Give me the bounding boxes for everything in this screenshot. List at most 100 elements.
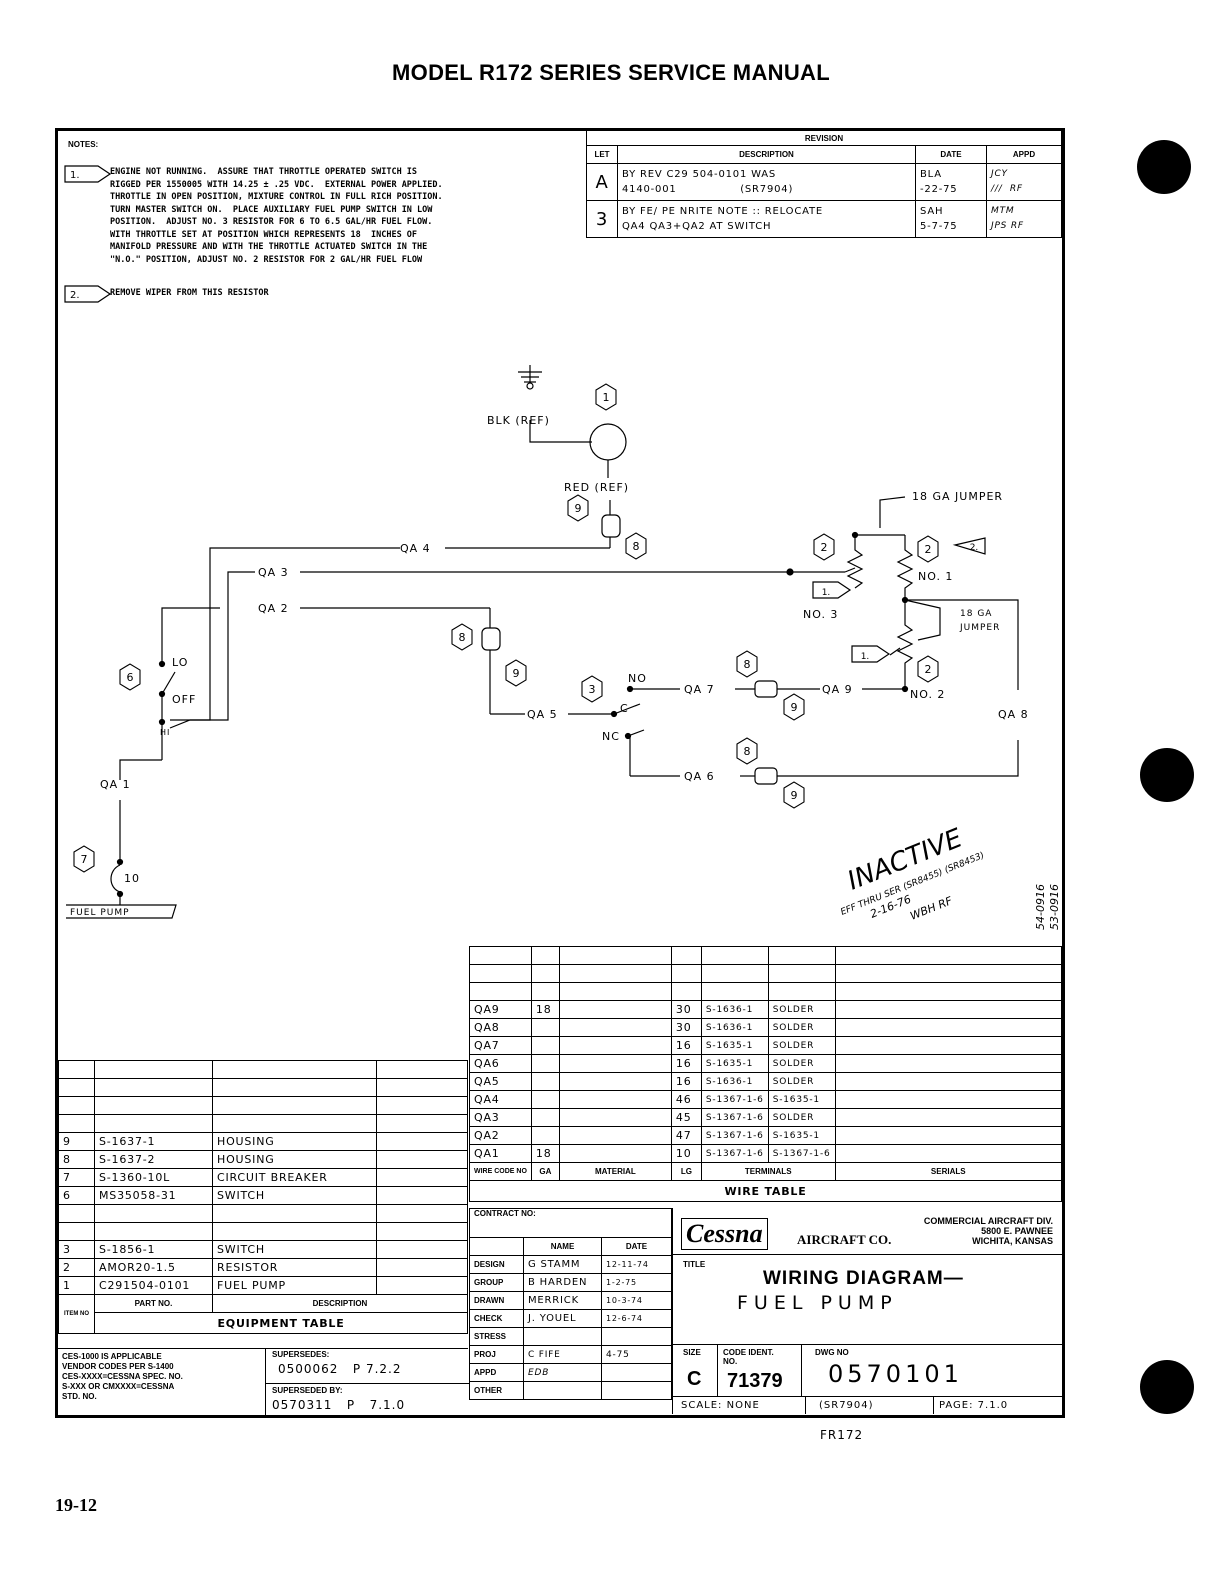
equip-col-desc: DESCRIPTION	[212, 1294, 468, 1313]
callout-text: 3	[589, 683, 596, 696]
wire-ga	[530, 1090, 560, 1109]
equip-item: 8	[58, 1150, 95, 1169]
callout-1	[595, 383, 617, 411]
divider	[801, 1344, 802, 1396]
callout-text: 9	[513, 667, 520, 680]
drawing-title: WIRING DIAGRAM—	[763, 1268, 964, 1289]
signoff-name: B HARDEN	[523, 1273, 602, 1292]
note2-text: REMOVE WIPER FROM THIS RESISTOR	[110, 288, 269, 298]
title-block-right: Cessna AIRCRAFT CO. COMMERCIAL AIRCRAFT …	[672, 1208, 1063, 1414]
wire-terminal1: S-1367-1-6	[700, 1126, 769, 1145]
wire-terminal2: SOLDER	[767, 1108, 836, 1127]
label-no2: NO. 2	[910, 688, 945, 701]
superseded-by-label: SUPERSEDED BY:	[272, 1386, 343, 1395]
connector-housing-icon	[754, 767, 778, 785]
wire-table-header: WIRE CODE NO GA MATERIAL LG TERMINALS SE…	[469, 1162, 1063, 1181]
signoff-name: MERRICK	[523, 1291, 602, 1310]
signoff-date: 1-2-75	[601, 1273, 672, 1292]
equipment-row	[58, 1204, 468, 1223]
side-code-1: 54-0916	[1034, 884, 1047, 930]
label-nc: NC	[602, 730, 620, 743]
wire-lg: 16	[670, 1036, 702, 1055]
signoff-role: DRAWN	[469, 1291, 524, 1310]
label-blk-ref: BLK (REF)	[487, 414, 550, 427]
label-jumper-top: 18 GA JUMPER	[912, 490, 1003, 503]
label-qa7: QA 7	[684, 683, 715, 696]
supersedes-value: 0500062 P 7.2.2	[278, 1362, 402, 1376]
ground-terminal	[526, 382, 534, 390]
side-code-2: 53-0916	[1048, 884, 1061, 930]
cessna-logo: Cessna	[681, 1218, 768, 1250]
callout-9	[567, 494, 589, 522]
wire-ga	[530, 1018, 560, 1037]
scale: SCALE: NONE	[681, 1400, 760, 1411]
drawing-frame	[55, 128, 1065, 1418]
wire-col-terminals: TERMINALS	[700, 1162, 836, 1181]
signoff-date	[601, 1363, 672, 1382]
rev-desc-line2: QA4 QA3+QA2 AT SWITCH	[622, 221, 772, 232]
divider	[805, 1396, 806, 1414]
callout-text: 8	[744, 745, 751, 758]
callout-3	[581, 675, 603, 703]
label-red-ref: RED (REF)	[564, 481, 629, 494]
label-qa6: QA 6	[684, 770, 715, 783]
callout-8	[451, 623, 473, 651]
title-label: TITLE	[683, 1260, 706, 1269]
company-suffix: AIRCRAFT CO.	[797, 1232, 892, 1247]
wire-terminal1: S-1636-1	[700, 1072, 769, 1091]
punch-hole-middle	[1140, 748, 1194, 802]
footer-note: FR172	[820, 1428, 864, 1442]
callout-9	[783, 693, 805, 721]
equip-part: S-1856-1	[94, 1240, 213, 1259]
label-c: C	[620, 702, 629, 715]
callout-text: 2	[821, 541, 828, 554]
rev-appd: MTM JPS RF	[986, 200, 1062, 238]
label-off: OFF	[172, 693, 196, 706]
wire-terminal2: SOLDER	[767, 1018, 836, 1037]
resistor-no1-icon	[896, 535, 914, 600]
fuel-pump-box	[66, 904, 177, 919]
callout-text: 8	[459, 631, 466, 644]
rev-letter: 3	[586, 200, 618, 238]
wire-lg: 10	[670, 1144, 702, 1163]
wire-ga: 18	[530, 1144, 560, 1163]
label-no3: NO. 3	[803, 608, 838, 621]
wire-terminal2: SOLDER	[767, 1072, 836, 1091]
page-ref: PAGE: 7.1.0	[939, 1400, 1009, 1411]
wire-qa1	[119, 759, 162, 780]
wire-code: QA1	[469, 1144, 532, 1163]
label-qa4: QA 4	[400, 542, 431, 555]
callout-7	[73, 845, 95, 873]
note1-flag-icon	[812, 581, 852, 599]
equip-item: 1	[58, 1276, 95, 1295]
signoff-name	[523, 1327, 602, 1346]
callout-text: 8	[633, 540, 640, 553]
label-qa3: QA 3	[258, 566, 289, 579]
wire-terminal2: SOLDER	[767, 1054, 836, 1073]
wire-terminal2: SOLDER	[767, 1036, 836, 1055]
equip-desc: HOUSING	[212, 1132, 377, 1151]
equip-part: S-1360-10L	[94, 1168, 213, 1187]
equip-desc	[212, 1204, 377, 1223]
equipment-table-title: EQUIPMENT TABLE	[94, 1312, 468, 1334]
equip-item: 3	[58, 1240, 95, 1259]
divider	[673, 1396, 1063, 1397]
equip-item	[58, 1222, 95, 1241]
label-no1: NO. 1	[918, 570, 953, 583]
dwg-no-value: 0570101	[828, 1360, 963, 1388]
wire-terminal2: S-1635-1	[767, 1090, 836, 1109]
signoff-role: APPD	[469, 1363, 524, 1382]
wire-qa8	[905, 599, 1019, 690]
equip-item	[58, 1204, 95, 1223]
